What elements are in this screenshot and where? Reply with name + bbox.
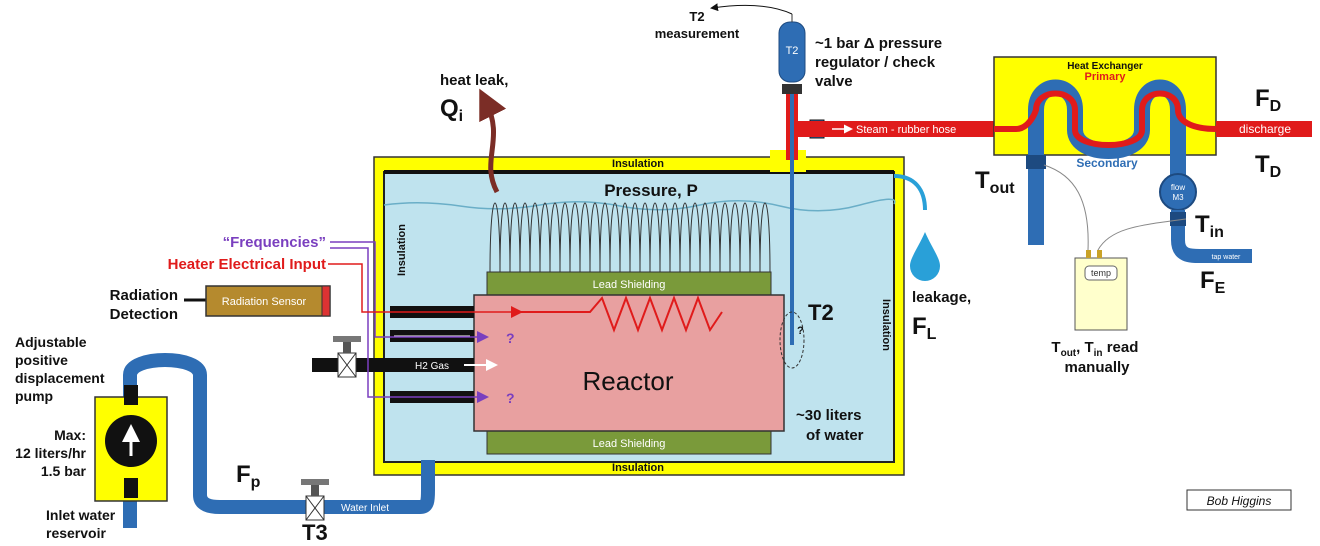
steam-hose-label: Steam - rubber hose — [856, 124, 956, 136]
insulation-top-label: Insulation — [612, 158, 664, 170]
fe-label: FE — [1200, 267, 1226, 297]
primary-label: Primary — [1085, 71, 1127, 83]
tap-water-pipe — [1171, 210, 1252, 263]
read-manually-label: Tout, Tin read manually — [1051, 339, 1142, 376]
question-mark-1: ? — [506, 330, 515, 346]
t3-valve — [301, 479, 329, 521]
td-label: TD — [1255, 151, 1281, 181]
qi-label: Qi — [440, 95, 463, 125]
secondary-coil — [1028, 79, 1186, 160]
inlet-water-pipe — [123, 353, 435, 528]
primary-coil — [994, 90, 1217, 148]
temp-reader-label: temp — [1091, 268, 1111, 278]
insulation-left-label: Insulation — [396, 224, 408, 276]
t2-inner-label: T2 — [808, 300, 834, 325]
reactor-vessel — [473, 294, 785, 432]
radiation-sensor-label: Radiation Sensor — [222, 296, 307, 308]
tout-drain-pipe — [1028, 155, 1044, 245]
t3-label: T3 — [302, 520, 328, 545]
author-label: Bob Higgins — [1207, 494, 1272, 508]
leakage-arrow — [893, 174, 927, 211]
heater-leader — [328, 263, 523, 318]
insulation-bottom-label: Insulation — [612, 462, 664, 474]
water-surface — [383, 198, 896, 212]
pressure-label: Pressure, P — [604, 181, 698, 200]
flow-meter — [1159, 173, 1197, 211]
h2-gas-line — [312, 336, 498, 378]
tap-water-label: tap water — [1212, 254, 1241, 261]
insulation-right-label: Insulation — [880, 299, 892, 351]
question-mark-2: ? — [506, 390, 515, 406]
frequencies-leader — [330, 241, 489, 403]
fl-label: FL — [912, 313, 937, 343]
heat-exchanger-label: Heat Exchanger — [1067, 61, 1143, 72]
water-inlet-label: Water Inlet — [341, 503, 389, 514]
radiation-sensor — [205, 285, 331, 317]
fp-label: Fp — [236, 461, 261, 491]
feedthrough-frequency-1 — [390, 330, 474, 342]
reactor-label: Reactor — [582, 366, 673, 396]
author-box — [1186, 489, 1292, 511]
leakage-drop — [910, 232, 940, 281]
leakage-label: leakage, — [912, 289, 971, 306]
h2-gas-label: H2 Gas — [415, 361, 449, 372]
tin-label: Tin — [1195, 211, 1224, 241]
t2-measurement-arrow — [710, 3, 793, 15]
t2-sensing-zone — [779, 311, 805, 369]
tout-label: Tout — [975, 167, 1015, 197]
discharge-pipe — [1216, 121, 1312, 137]
fd-label: FD — [1255, 85, 1281, 115]
lead-shielding-top-label: Lead Shielding — [593, 279, 666, 291]
heat-leak-arrow — [479, 88, 507, 194]
heater-input-label: Heater Electrical Input — [168, 256, 326, 273]
frequencies-label: “Frequencies” — [223, 234, 326, 251]
lead-shielding-bottom-label: Lead Shielding — [593, 438, 666, 450]
temp-wires — [1043, 164, 1187, 251]
t2-probe — [778, 14, 806, 345]
t2-question-mark: ? — [797, 325, 804, 337]
t2-probe-label: T2 — [786, 45, 799, 57]
secondary-label: Secondary — [1076, 156, 1138, 170]
discharge-label: discharge — [1239, 122, 1291, 136]
heater-element — [520, 295, 723, 333]
heat-leak-label: heat leak, — [440, 72, 508, 89]
